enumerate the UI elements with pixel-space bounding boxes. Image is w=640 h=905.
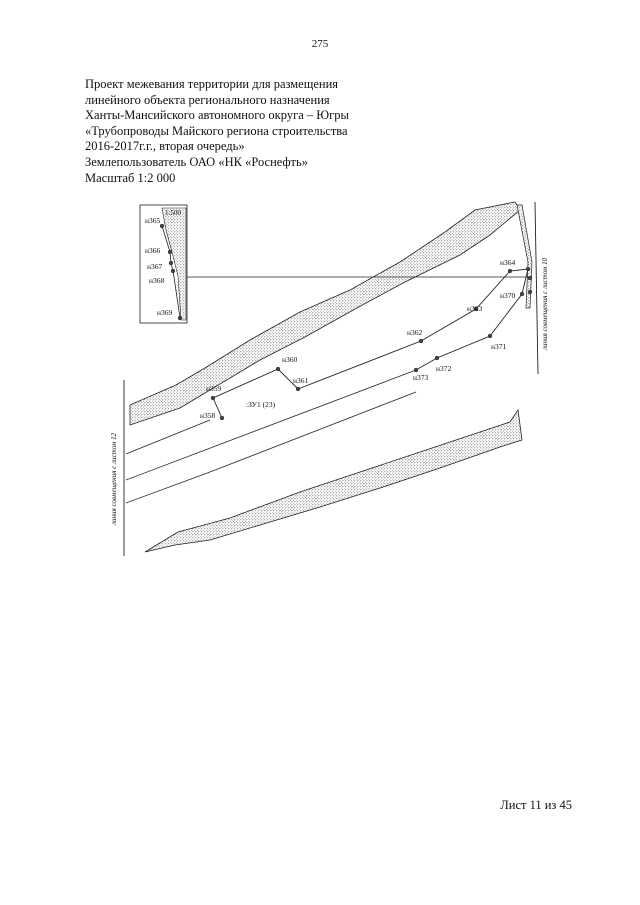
inset-hatched-strip <box>161 207 187 321</box>
point-n371 <box>487 333 493 339</box>
header-line: Ханты-Мансийского автономного округа – Ю… <box>85 108 349 123</box>
label-n365: н365 <box>145 216 161 225</box>
label-n367: н367 <box>147 262 163 271</box>
point-right-edge-a <box>527 275 533 281</box>
label-n361: н361 <box>293 376 309 385</box>
left-match-line-label: линия совмещения с листом 12 <box>110 432 118 526</box>
label-n362: н362 <box>407 328 423 337</box>
point-n367 <box>168 260 174 266</box>
corridor-line-lower-c <box>209 391 417 473</box>
right-match-line-label: линия совмещения с листом 10 <box>541 257 549 351</box>
label-n373: н373 <box>413 373 429 382</box>
document-header: Проект межевания территории для размещен… <box>85 77 349 186</box>
header-line: «Трубопроводы Майского региона строитель… <box>85 123 348 138</box>
point-n366 <box>167 249 173 255</box>
point-n359 <box>210 395 216 401</box>
right-edge-strip <box>516 204 533 309</box>
point-n368 <box>170 268 176 274</box>
page-number: 275 <box>311 38 329 50</box>
point-markers <box>159 223 533 421</box>
label-n366: н366 <box>145 246 161 255</box>
point-n364b <box>525 266 531 272</box>
parcel-boundary <box>212 268 529 419</box>
label-n372: н372 <box>436 364 452 373</box>
point-n361 <box>295 386 301 392</box>
point-n364 <box>507 268 513 274</box>
header-line: Проект межевания территории для размещен… <box>85 77 339 91</box>
point-n370 <box>519 291 525 297</box>
right-match-line <box>534 201 539 375</box>
point-n369 <box>177 315 183 321</box>
corridor-line-lower-b <box>125 471 211 504</box>
header-line: 2016-2017г.г., вторая очередь» <box>85 139 245 154</box>
sheet-number: Лист 11 из 45 <box>500 798 572 812</box>
lower-embankment-strip <box>144 408 523 553</box>
label-n364: н364 <box>500 258 516 267</box>
point-n362 <box>418 338 424 344</box>
inset-scale-label: 1:500 <box>165 209 181 217</box>
label-n363: н363 <box>467 304 483 313</box>
parcel-label: :ЗУ1 (23) <box>246 400 276 409</box>
corridor-line-lower <box>125 369 417 481</box>
label-n371: н371 <box>491 342 507 351</box>
point-n372 <box>434 355 440 361</box>
point-n373 <box>413 367 419 373</box>
point-n363 <box>473 306 479 312</box>
label-n369: н369 <box>157 308 173 317</box>
inset-boundary <box>161 225 181 319</box>
label-n360: н360 <box>282 355 298 364</box>
corridor-line-upper <box>125 419 211 455</box>
label-n359: н359 <box>206 384 222 393</box>
point-n358 <box>219 415 225 421</box>
upper-embankment-strip <box>129 201 521 426</box>
header-line: Землепользователь ОАО «НК «Роснефть» <box>85 154 308 169</box>
header-line: линейного объекта регионального назначен… <box>85 92 330 107</box>
label-n358: н358 <box>200 411 216 420</box>
point-n365 <box>159 223 165 229</box>
label-n368: н368 <box>149 276 165 285</box>
label-n370: н370 <box>500 291 516 300</box>
header-line: Масштаб 1:2 000 <box>85 170 176 185</box>
point-right-edge-b <box>527 289 533 295</box>
point-n360 <box>275 366 281 372</box>
